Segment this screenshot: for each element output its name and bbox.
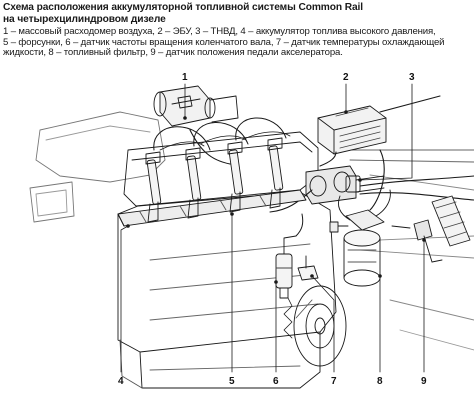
legend-line-1: 1 – массовый расходомер воздуха, 2 – ЭБУ… (3, 26, 436, 37)
crankshaft-speed-sensor (275, 213, 304, 339)
legend-caption: 1 – массовый расходомер воздуха, 2 – ЭБУ… (3, 26, 473, 59)
callout-9: 9 (421, 376, 427, 387)
coolant-temperature-sensor (297, 255, 319, 281)
callout-4: 4 (118, 376, 124, 387)
callout-2: 2 (343, 72, 349, 83)
injectors (145, 117, 291, 223)
legend-line-3: жидкости, 8 – топливный фильтр, 9 – датч… (3, 47, 343, 59)
ecu-box (317, 105, 387, 155)
callout-6: 6 (273, 376, 279, 387)
callout-numbers: 1 2 3 4 5 6 7 8 9 (118, 72, 427, 387)
legend-line-2: 5 – форсунки, 6 – датчик частоты вращени… (3, 36, 445, 48)
callout-8: 8 (377, 376, 383, 387)
callout-3: 3 (409, 72, 415, 83)
accelerator-pedal (391, 195, 471, 263)
air-mass-meter (153, 85, 239, 127)
engine-block (29, 111, 474, 389)
callout-1: 1 (182, 72, 188, 83)
high-pressure-pump (305, 165, 385, 205)
callout-7: 7 (331, 376, 337, 387)
fuel-lines (189, 95, 474, 213)
fuel-filter (329, 189, 391, 287)
title-line-2: на четырехцилиндровом дизеле (3, 14, 166, 25)
callout-5: 5 (229, 376, 235, 387)
callout-leaders (120, 83, 426, 373)
common-rail (117, 189, 307, 227)
diagram-title: Схема расположения аккумуляторной топлив… (3, 2, 469, 26)
title-line-1: Схема расположения аккумуляторной топлив… (3, 2, 363, 13)
